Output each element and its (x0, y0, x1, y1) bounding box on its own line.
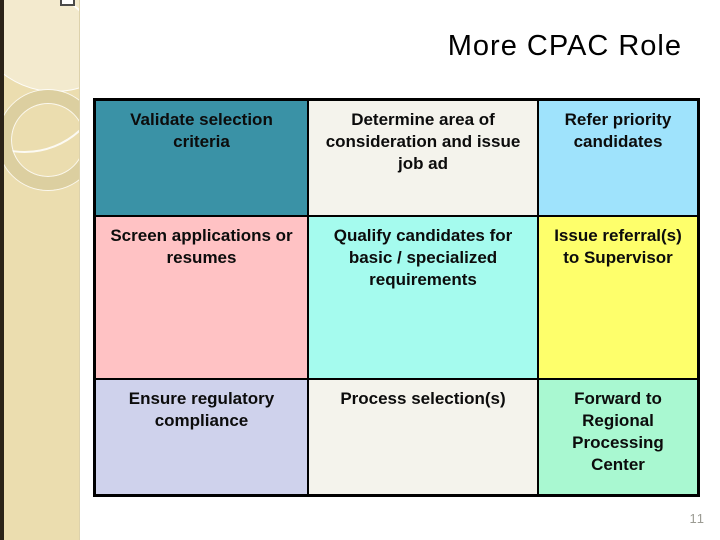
ring-ornament (4, 90, 79, 190)
table-cell-determine-area-of-consideration: Determine area of consideration and issu… (309, 101, 537, 215)
cpac-role-table: Validate selection criteria Determine ar… (93, 98, 700, 497)
table-cell-qualify-candidates: Qualify candidates for basic / specializ… (309, 217, 537, 378)
table-cell-forward-to-regional-processing: Forward to Regional Processing Center (539, 380, 697, 494)
table-cell-screen-applications: Screen applications or resumes (96, 217, 307, 378)
sidebar-decoration (0, 0, 80, 540)
notch-ornament (60, 0, 75, 6)
table-cell-validate-selection-criteria: Validate selection criteria (96, 101, 307, 215)
table-cell-process-selections: Process selection(s) (309, 380, 537, 494)
table-cell-refer-priority-candidates: Refer priority candidates (539, 101, 697, 215)
page-title: More CPAC Role (447, 30, 682, 62)
table-cell-ensure-regulatory-compliance: Ensure regulatory compliance (96, 380, 307, 494)
table-cell-issue-referrals: Issue referral(s) to Supervisor (539, 217, 697, 378)
slide-page-number: 11 (689, 511, 705, 526)
